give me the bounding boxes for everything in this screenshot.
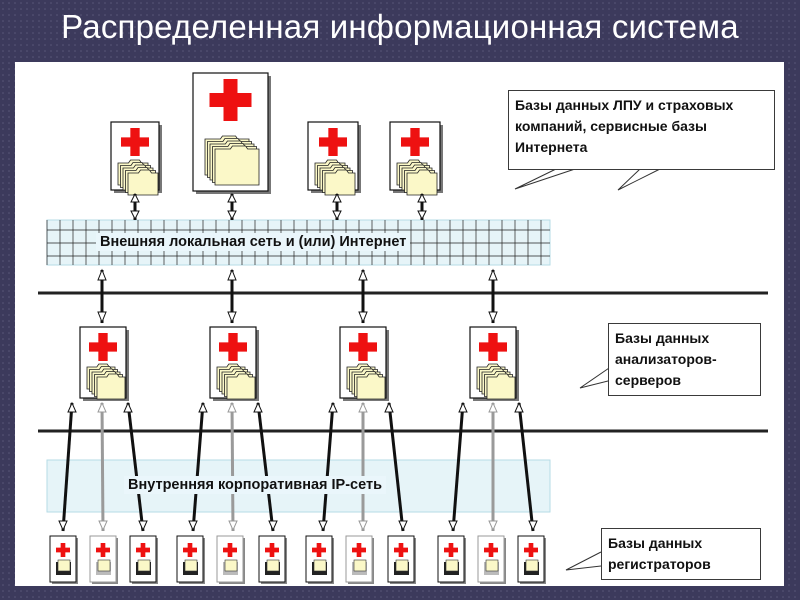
folder-stack-icon [86,363,126,400]
registrator-link-3-1 [318,401,338,532]
medical-cross-icon [183,543,198,558]
medical-cross-icon [319,128,348,156]
medical-cross-icon [352,543,366,558]
registrator-8 [345,535,374,584]
mid-link-arrow-3 [358,268,368,324]
top-link-arrow-1 [130,192,140,221]
disk-drive-icon [223,559,238,575]
registrator-12 [517,535,546,584]
mid-link-arrow-4 [488,268,498,324]
disk-drive-icon [444,559,459,575]
registrator-link-4-2 [488,401,498,532]
disk-drive-icon [352,559,367,575]
top-db-1 [110,121,162,196]
registrator-link-1-3 [123,401,148,532]
medical-cross-icon [349,333,378,362]
medical-cross-icon [120,128,149,156]
analyzer-server-2 [209,326,259,401]
registrator-link-4-3 [514,401,538,532]
medical-cross-icon [89,333,118,362]
mid-link-arrow-2 [227,268,237,324]
callout-tails [514,168,661,571]
top-link-arrow-3 [332,192,342,221]
folder-stack-icon [346,363,386,400]
medical-cross-icon [136,543,151,558]
registrator-link-1-1 [58,401,77,532]
disk-drive-icon [484,559,499,575]
medical-cross-icon [444,543,458,558]
registrator-link-3-2 [358,401,368,532]
disk-drive-icon [312,559,327,575]
disk-drive-icon [136,559,151,575]
disk-drive-icon [265,559,280,575]
mid-link-arrow-1 [97,268,107,324]
registrator-7 [305,535,334,584]
registrator-link-1-2 [97,401,108,532]
medical-cross-icon [401,128,430,156]
internal-network-label: Внутренняя корпоративная IP-сеть [124,476,386,494]
external-network-label: Внешняя локальная сеть и (или) Интернет [96,233,411,251]
medical-cross-icon [394,543,408,558]
medical-cross-icon [479,333,508,362]
top-link-arrow-2 [227,192,237,221]
callout-middle: Базы данных анализаторов-серверов [608,323,761,396]
registrator-9 [387,535,416,584]
analyzer-server-4 [469,326,519,401]
disk-drive-icon [524,559,539,575]
folder-stack-icon [476,363,516,400]
registrator-link-4-1 [448,401,468,532]
folder-stack-icon [204,135,260,186]
callout-top: Базы данных ЛПУ и страховых компаний, се… [508,90,775,170]
medical-cross-icon [484,543,498,558]
disk-drive-icon [394,559,409,575]
registrator-link-2-3 [253,401,278,532]
registrator-link-2-1 [188,401,208,532]
registrator-2 [89,535,118,584]
disk-drive-icon [56,559,71,575]
disk-drive-icon [183,559,198,575]
medical-cross-icon [223,543,238,558]
callout-bottom: Базы данных регистраторов [601,528,761,580]
registrator-5 [216,535,245,584]
analyzer-server-1 [79,326,129,401]
registrator-11 [477,535,506,584]
medical-cross-icon [219,333,247,362]
disk-drive-icon [96,559,111,575]
medical-cross-icon [265,543,279,558]
folder-stack-icon [314,159,356,196]
registrator-link-3-3 [384,401,408,532]
top-db-main [192,72,271,194]
registrator-link-2-2 [227,401,238,532]
registrator-1 [49,535,78,584]
registrator-10 [437,535,466,584]
medical-cross-icon [96,543,110,558]
folder-stack-icon [396,159,438,196]
medical-cross-icon [209,79,252,121]
top-db-4 [389,121,443,196]
medical-cross-icon [312,543,326,558]
top-db-3 [307,121,361,196]
folder-stack-icon [117,159,159,196]
registrator-3 [129,535,158,584]
registrator-4 [176,535,205,584]
analyzer-server-3 [339,326,389,401]
medical-cross-icon [56,543,70,558]
registrator-6 [258,535,287,584]
medical-cross-icon [524,543,539,558]
folder-stack-icon [216,363,256,400]
top-link-arrow-4 [417,192,427,221]
slide-title: Распределенная информационная система [61,8,739,45]
